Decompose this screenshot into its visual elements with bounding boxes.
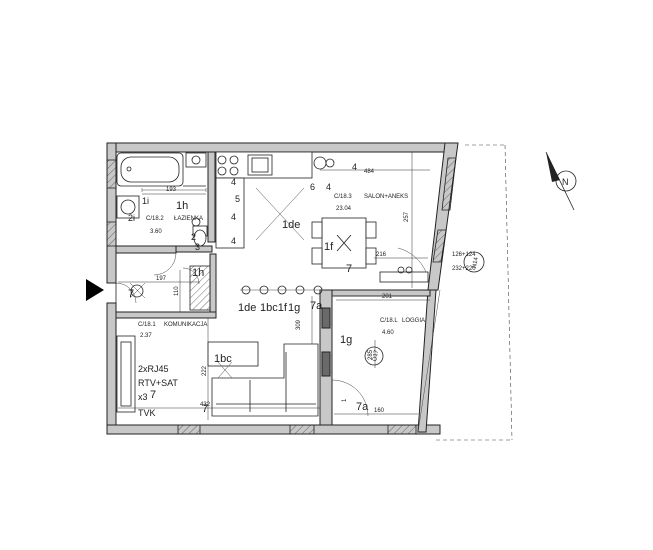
tag-1i: 1i [142,196,149,206]
dim-110: 110 [174,286,180,296]
media-line-1: 2xRJ45 [138,364,169,374]
tag-1de-kitchen: 1de [282,219,300,231]
tag-1g-wall: 1g [288,302,300,314]
bathroom-code: C/18.2 [146,216,164,222]
media-outlet-note: 2xRJ45 RTV+SAT x3 TVK [138,364,178,418]
window-size-126: 126+124 [452,252,476,258]
entry-arrow [86,279,104,301]
tag-1-loggia: 1 [342,398,348,402]
living-code: C/18.3 [334,194,352,200]
sofa [211,343,319,417]
tag-1f: 1f [324,241,334,253]
tag-7-table: 7 [346,263,352,275]
window-size-232: 232+220 [452,266,476,272]
tag-2i: 2i [128,213,135,223]
tag-7-tv: 7 [150,389,156,401]
outer-walls [106,142,513,441]
kitchen-sink [247,154,273,176]
tag-4-sink: 4 [326,182,331,192]
dim-160: 160 [374,408,385,414]
window-code-n14: N14 [472,256,480,269]
tag-1bc1f: 1bc1f [260,302,288,314]
hall-name: KOMUNIKACJA [164,322,207,328]
tag-7a-loggia: 7a [356,401,369,413]
washing-machine [116,195,140,219]
tag-4-top: 4 [352,162,357,172]
dimension-lines [118,152,430,420]
tag-7-sofa: 7 [202,403,208,415]
tag-1h-bath: 1h [176,200,188,212]
bathroom-name: ŁAZIENKA [174,216,203,222]
window-code-o17: O17 [372,349,380,362]
dimension-labels: 193 484 257 197 216 201 110 309 222 432 … [156,169,410,414]
hall-code: C/18.1 [138,322,156,328]
dim-257: 257 [404,211,410,222]
dim-309: 309 [296,319,302,330]
compass: N [545,151,577,211]
loggia-area: 4.60 [382,330,394,336]
tag-4-kitchen-b: 4 [231,212,236,222]
tag-4-kitchen-c: 4 [231,236,236,246]
bathroom-fixtures [116,152,208,247]
dim-193: 193 [166,187,177,193]
dim-201: 201 [382,294,393,300]
tag-3: 3 [195,242,200,252]
tag-1g-loggia: 1g [340,334,352,346]
coffee-table [207,341,259,367]
living-furniture [116,335,319,417]
dim-197: 197 [156,276,167,282]
tag-5: 5 [235,194,240,204]
media-line-3: x3 [138,392,148,402]
room-labels: C/18.2 ŁAZIENKA 3.60 C/18.3 SALON+ANEKS … [138,194,425,339]
loggia-elements [332,271,429,297]
window-badges: N14 O17 126+124 232+220 [364,251,485,366]
loggia-name: LOGGIA [402,318,425,324]
tag-7-entry: 7 [128,288,134,300]
tag-1bc: 1bc [214,353,232,365]
hall-area: 2.37 [140,333,152,339]
electrical-lights [129,266,413,379]
kitchen [215,151,335,249]
living-area: 23.04 [336,206,352,212]
tag-4-kitchen-a: 4 [231,177,236,187]
tag-7a-wall: 7a [310,300,323,312]
bathroom-area: 3.60 [150,229,162,235]
tv-cabinet [116,335,136,413]
tag-6: 6 [310,182,315,192]
tag-2: 2 [191,232,196,242]
tag-1de-wall: 1de [238,302,256,314]
dim-432: 432 [200,402,211,408]
media-line-2: RTV+SAT [138,378,178,388]
dim-222: 222 [202,365,208,376]
door-swings [115,247,427,417]
tag-1h-hall: 1h [192,267,204,279]
dim-216: 216 [376,252,387,258]
media-line-4: TVK [138,408,156,418]
compass-north-label: N [562,177,569,187]
living-name: SALON+ANEKS [364,194,408,200]
bath-sink [185,152,207,168]
dim-285: 285 [368,349,374,360]
dining-table [311,217,377,269]
dim-484: 484 [364,169,375,175]
stove-burner [217,155,227,165]
loggia-code: C/18.L [380,318,398,324]
electrical-tags: 4 5 4 4 4 6 4 1i 2i 1h 2 3 1h 1de 1f 7 7… [128,162,369,415]
